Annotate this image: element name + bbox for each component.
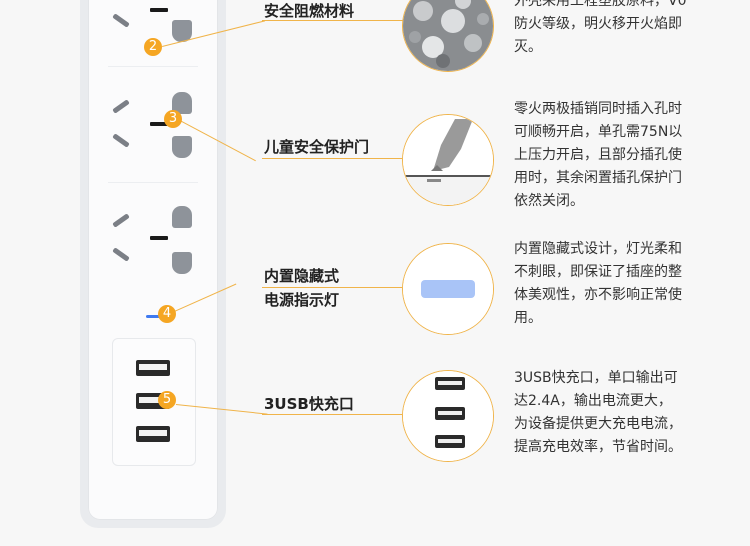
desc-line: 灭。 [514, 39, 542, 55]
desc-line: 零火两极插销同时插入孔时 [514, 101, 682, 117]
desc-line: 内置隐藏式设计，灯光柔和 [514, 241, 682, 257]
usb-port-3 [136, 426, 170, 442]
desc-line: 防火等级，明火移开火焰即 [514, 16, 682, 32]
desc-line: 体美观性，亦不影响正常使 [514, 287, 682, 303]
led-closeup-image [402, 243, 494, 335]
desc-line: 达2.4A，输出电流更大， [514, 393, 672, 409]
desc-line: 3USB快充口，单口输出可 [514, 370, 678, 386]
desc-line: 上压力开启，且部分插孔使 [514, 147, 682, 163]
divider [108, 66, 198, 67]
material-texture-image [402, 0, 494, 72]
desc-line: 不刺眼，即保证了插座的整 [514, 264, 682, 280]
feature-number-badge: 3 [164, 110, 182, 128]
desc-line: 用时，其余闲置插孔保护门 [514, 170, 682, 186]
power-indicator-led [146, 315, 160, 318]
feature-description-indicator: 内置隐藏式设计，灯光柔和 不刺眼，即保证了插座的整 体美观性，亦不影响正常使 用… [514, 238, 682, 330]
feature-description-usb: 3USB快充口，单口输出可 达2.4A，输出电流更大， 为设备提供更大充电电流，… [514, 367, 682, 459]
feature-label-indicator-line-2: 电源指示灯 [264, 291, 340, 309]
feature-label-usb: 3USB快充口 [264, 395, 354, 413]
feature-number-badge: 2 [144, 38, 162, 56]
feature-label-child-safety: 儿童安全保护门 [264, 138, 370, 156]
leader-line-5b [262, 414, 402, 415]
child-finger-image [402, 114, 494, 206]
desc-line: 为设备提供更大充电电流， [514, 416, 682, 432]
feature-number-badge: 4 [158, 305, 176, 323]
feature-label-indicator-line-1: 内置隐藏式 [264, 267, 340, 285]
leader-line-2b [262, 20, 406, 21]
divider [108, 182, 198, 183]
feature-number-badge: 5 [158, 391, 176, 409]
leader-line-4b [262, 287, 402, 288]
feature-description-flame-retardant: 外壳采用工程塑胶原料，V0 防火等级，明火移开火焰即 灭。 [514, 0, 686, 59]
desc-line: 依然关闭。 [514, 193, 584, 209]
leader-line-3b [262, 158, 402, 159]
usb-port-1 [136, 360, 170, 376]
desc-line: 提高充电效率，节省时间。 [514, 439, 682, 455]
desc-line: 外壳采用工程塑胶原料，V0 [514, 0, 687, 9]
feature-label-flame-retardant: 安全阻燃材料 [264, 2, 355, 20]
feature-description-child-safety: 零火两极插销同时插入孔时 可顺畅开启，单孔需75N以 上压力开启，且部分插孔使 … [514, 98, 682, 213]
usb-closeup-image [402, 370, 494, 462]
desc-line: 可顺畅开启，单孔需75N以 [514, 124, 683, 140]
desc-line: 用。 [514, 310, 542, 326]
